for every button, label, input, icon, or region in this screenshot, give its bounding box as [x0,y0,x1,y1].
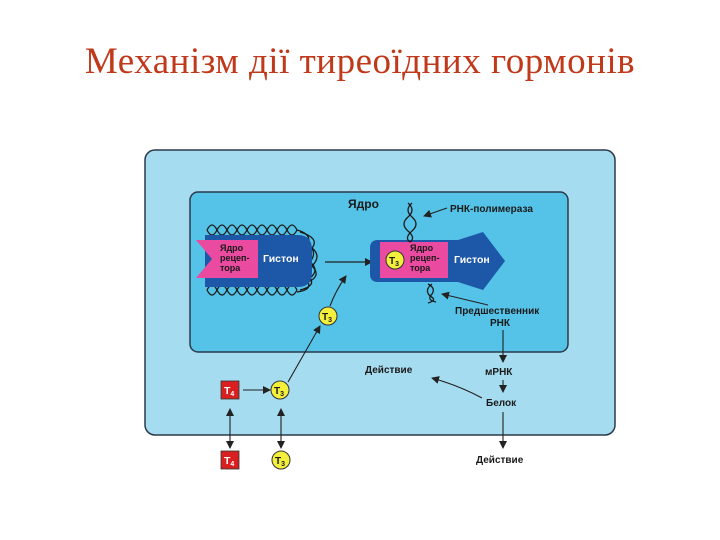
t3-to-nucleus-arrow [287,325,321,383]
t3-blood-icon [271,450,291,470]
histone-label-right: Гистон [454,254,490,266]
action-label-inside: Действие [365,365,413,376]
receptor-label-line1: Ядро [220,243,244,253]
rna-precursor-arrow [441,291,489,306]
histone-label-left: Гистон [263,253,299,265]
t4-cytoplasm-icon [220,380,240,400]
action-label-outside: Действие [476,455,524,466]
svg-text:T4: T4 [224,455,234,468]
rna-precursor-label-line1: Предшественник [455,306,540,317]
receptor-right-line3: тора [410,263,431,273]
t4-blood-icon [220,450,240,470]
rna-polymerase-strand [403,202,414,243]
svg-text:T3: T3 [274,386,284,398]
page-title: Механізм дії тиреоїдних гормонів [84,41,636,82]
active-receptor-complex: T3 Ядро рецеп- тора Гистон [370,232,505,290]
rna-precursor-label-line2: РНК [490,318,511,329]
receptor-left [196,240,258,278]
svg-text:T3: T3 [389,256,399,268]
receptor-label-line2: рецеп- [220,253,249,263]
receptor-right-line2: рецеп- [410,253,439,263]
svg-text:T3: T3 [322,312,332,324]
protein-label: Белок [486,398,517,409]
mrna-label: мРНК [485,367,513,378]
protein-to-action-arrow [431,376,483,399]
receptor-right-line1: Ядро [410,243,434,253]
t3-to-receptor-arrow [329,275,347,307]
inactive-receptor-complex: Ядро рецеп- тора Гистон [196,224,318,296]
t3-nuclear-icon [318,306,338,326]
nucleus-label: Ядро [348,197,379,211]
t3-cytoplasm-icon [270,380,290,400]
svg-text:T4: T4 [224,385,234,398]
t3-bound-icon [385,250,405,270]
rna-polymerase-arrow [423,207,448,218]
rna-polymerase-label: РНК-полимераза [450,204,533,215]
rna-precursor-strand [427,283,437,303]
receptor-label-line3: тора [220,263,241,273]
svg-text:T3: T3 [275,456,285,468]
